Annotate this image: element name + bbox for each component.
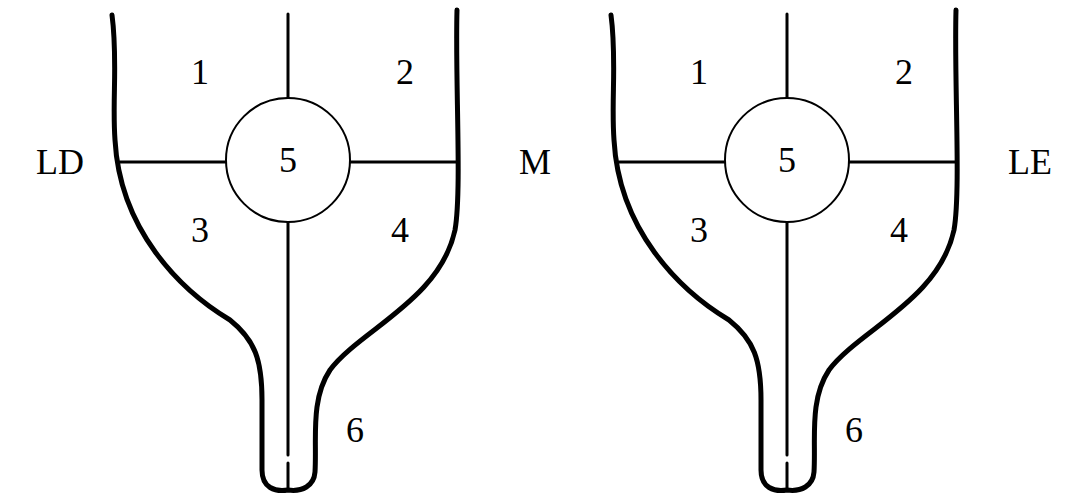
zone-number: 1: [191, 54, 209, 90]
zone-divider: [786, 222, 789, 455]
zone-divider: [849, 161, 957, 164]
center-zone-circle: 5: [723, 96, 851, 224]
zone-number: 6: [845, 412, 863, 448]
zone-number: 5: [279, 142, 297, 178]
zone-number: 1: [690, 54, 708, 90]
zone-number: 4: [391, 212, 409, 248]
side-label: LE: [1008, 144, 1052, 180]
uterus-outline: [611, 10, 957, 490]
uterus-outline: [112, 10, 458, 490]
zone-number: 2: [895, 54, 913, 90]
zone-divider: [287, 222, 290, 455]
zone-divider: [287, 14, 290, 98]
zone-number: 6: [346, 412, 364, 448]
circle-shape: [226, 98, 350, 222]
side-label: M: [519, 144, 551, 180]
left-uterus: [112, 10, 458, 490]
right-uterus: [611, 10, 957, 490]
zone-divider: [120, 161, 226, 164]
zone-number: 4: [890, 212, 908, 248]
side-label: LD: [36, 144, 84, 180]
zone-divider: [786, 463, 789, 490]
zone-number: 3: [690, 212, 708, 248]
zone-divider: [619, 161, 725, 164]
zone-divider: [287, 463, 290, 490]
center-zone-circle: 5: [224, 96, 352, 224]
zone-divider: [350, 161, 458, 164]
zone-divider: [786, 14, 789, 98]
circle-shape: [725, 98, 849, 222]
zone-number: 2: [396, 54, 414, 90]
zone-number: 3: [191, 212, 209, 248]
zone-number: 5: [778, 142, 796, 178]
